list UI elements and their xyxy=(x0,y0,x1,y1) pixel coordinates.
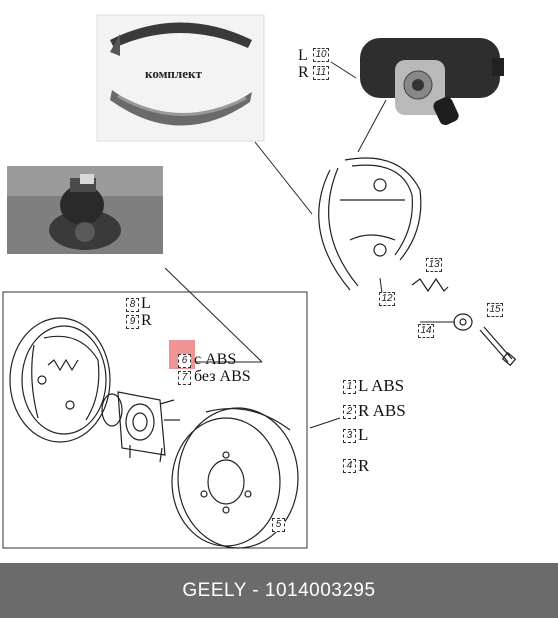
hub-bearing-photo xyxy=(7,166,163,254)
cylinder-right-label: R xyxy=(298,64,309,81)
wheel-cylinder-photo xyxy=(360,38,504,126)
callout-5[interactable]: 5 xyxy=(272,518,285,532)
legend-num-4[interactable]: 4 xyxy=(343,459,356,473)
hub-flange-drawing xyxy=(101,391,180,463)
main-diagram-frame xyxy=(2,291,308,549)
callout-15[interactable]: 15 xyxy=(487,303,503,317)
legend-text-2: R ABS xyxy=(358,401,406,420)
brake-shoe-assembly-drawing xyxy=(318,157,422,291)
callout-10[interactable]: 10 xyxy=(313,48,329,62)
backplate-left-label: L xyxy=(141,295,151,312)
legend-num-1[interactable]: 1 xyxy=(343,380,356,394)
callout-8[interactable]: 8 xyxy=(126,298,139,312)
callout-11[interactable]: 11 xyxy=(313,66,329,80)
callout-6[interactable]: 6 xyxy=(178,354,191,368)
callout-9[interactable]: 9 xyxy=(126,315,139,329)
backplate-right-label: R xyxy=(141,312,152,329)
callout-7[interactable]: 7 xyxy=(178,371,191,385)
callout-13[interactable]: 13 xyxy=(426,258,442,272)
legend-num-3[interactable]: 3 xyxy=(343,429,356,443)
hub-noabs-label: без ABS xyxy=(194,368,251,385)
footer-bar: GEELY - 1014003295 xyxy=(0,563,558,618)
brake-drum-drawing xyxy=(171,407,299,549)
legend-num-2[interactable]: 2 xyxy=(343,405,356,419)
spring-cup-pin-drawing xyxy=(411,277,517,367)
leader-lines xyxy=(164,61,455,429)
hub-abs-label: с ABS xyxy=(194,351,237,368)
kit-stamp-text: комплект xyxy=(145,66,202,81)
brake-shoe-kit-photo xyxy=(96,14,265,142)
footer-title: GEELY - 1014003295 xyxy=(182,580,376,601)
legend-text-1: L ABS xyxy=(358,376,405,395)
callout-12[interactable]: 12 xyxy=(379,292,395,306)
cylinder-left-label: L xyxy=(298,47,308,64)
callout-14[interactable]: 14 xyxy=(418,324,434,338)
legend-text-3: L xyxy=(358,425,369,444)
backing-plate-drawing xyxy=(9,317,111,443)
legend-text-4: R xyxy=(358,456,370,475)
